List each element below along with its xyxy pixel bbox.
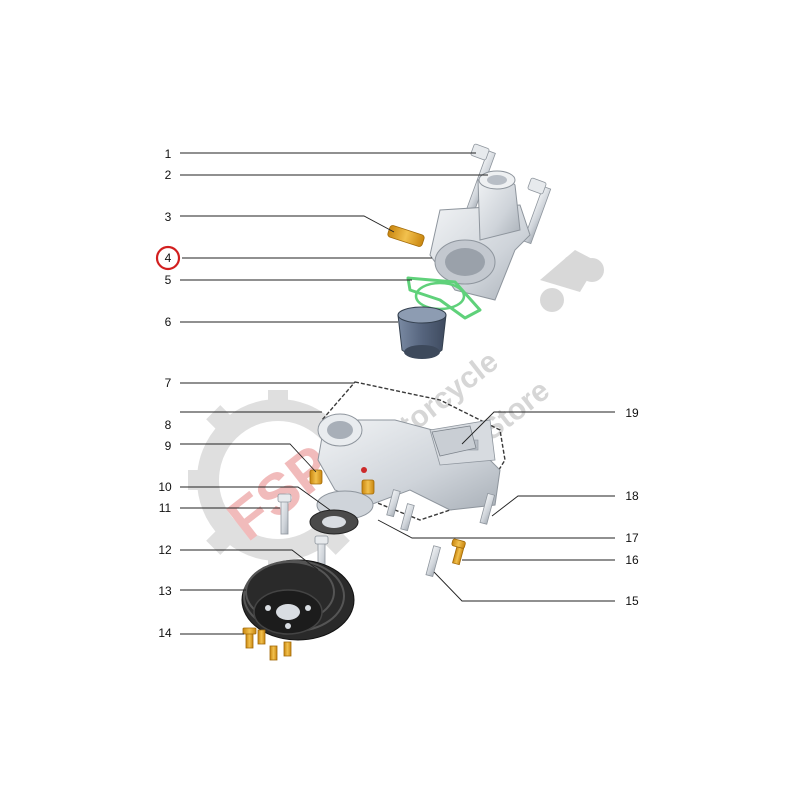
part-gasket [406, 276, 482, 320]
leader-19 [461, 411, 615, 445]
callout-9: 9 [165, 439, 172, 453]
callout-4-highlight-ring [155, 245, 181, 271]
leader-3 [180, 215, 395, 233]
callout-8: 8 [165, 418, 172, 432]
leader-17 [377, 519, 615, 539]
watermark-atv-icon [540, 250, 604, 312]
leader-18 [491, 495, 615, 517]
part-bracket [431, 425, 477, 457]
callout-1: 1 [165, 147, 172, 161]
callout-16: 16 [625, 553, 639, 567]
callout-14: 14 [158, 626, 172, 640]
part-brass-bolt-right [451, 538, 466, 566]
part-temperature-sensor [387, 225, 425, 247]
part-pulley-bolts [242, 627, 292, 661]
callout-5: 5 [165, 273, 172, 287]
part-water-pump-housing [316, 413, 501, 520]
callout-3: 3 [165, 210, 172, 224]
watermark: FSP Motorcycle Parts Store [188, 250, 604, 570]
callout-4: 4 [165, 251, 172, 265]
callout-15: 15 [625, 594, 639, 608]
leader-10 [180, 486, 331, 511]
part-thermostat-housing [429, 170, 531, 301]
callout-18: 18 [625, 489, 639, 503]
callout-7: 7 [165, 376, 172, 390]
part-bolts-lower [277, 489, 441, 577]
leader-12 [180, 549, 319, 571]
callout-13: 13 [158, 584, 172, 598]
leader-15 [433, 571, 615, 602]
callout-10: 10 [158, 480, 172, 494]
callout-19: 19 [625, 406, 639, 420]
callout-6: 6 [165, 315, 172, 329]
callout-17: 17 [625, 531, 639, 545]
callout-12: 12 [158, 543, 172, 557]
part-thermostat [397, 306, 447, 359]
callout-numbers: 1 2 3 4 5 6 7 8 9 10 11 12 13 14 15 16 1… [155, 147, 639, 640]
part-pulley [241, 559, 355, 641]
leader-lines [180, 152, 615, 635]
part-bolt-long-right [522, 177, 552, 245]
leader-9 [180, 443, 317, 473]
callout-2: 2 [165, 168, 172, 182]
part-pump-seal [309, 509, 359, 535]
part-brass-plug [309, 467, 375, 495]
callout-11: 11 [159, 501, 172, 515]
part-right-bolt [479, 492, 496, 525]
